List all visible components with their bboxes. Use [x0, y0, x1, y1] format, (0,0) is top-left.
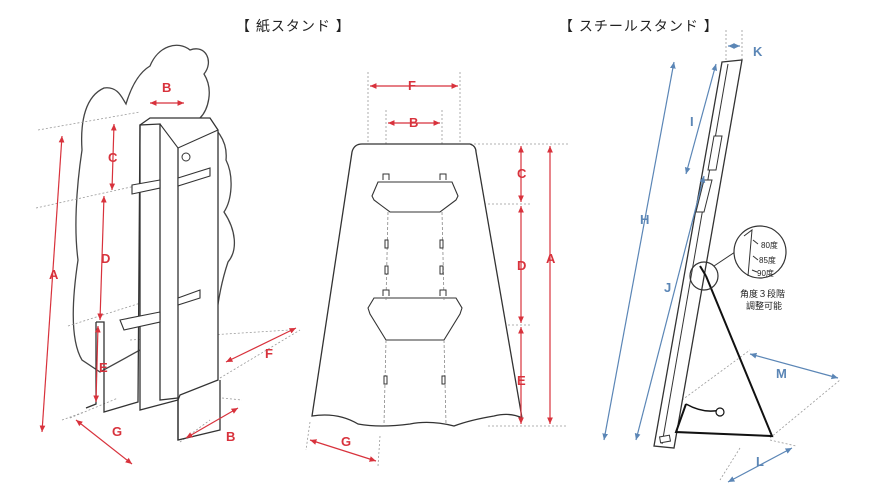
paper-side-label-b: B — [162, 80, 171, 95]
paper-side-label-a: A — [49, 267, 59, 282]
steel-stand-title: 【 スチールスタンド 】 — [559, 18, 719, 34]
paper-side-label-c: C — [108, 150, 118, 165]
steel-label-l: L — [756, 454, 764, 469]
angle-zoom-circle — [733, 225, 787, 279]
angle-note-line1: 角度３段階 — [740, 288, 785, 299]
paper-front-label-a: A — [546, 251, 556, 266]
paper-side-label-g: G — [112, 424, 122, 439]
steel-label-k: K — [753, 44, 763, 59]
steel-label-m: M — [776, 366, 787, 381]
angle-note-line2: 調整可能 — [746, 300, 782, 311]
paper-front-upper-insert — [371, 181, 459, 213]
paper-lower-shelf — [119, 289, 201, 331]
angle-85: 85度 — [759, 255, 776, 265]
paper-stand-front-view: F B C D A E G — [305, 72, 568, 467]
steel-label-i: I — [690, 114, 694, 129]
angle-90: 90度 — [757, 268, 774, 278]
paper-stand-title: 【 紙スタンド 】 — [236, 18, 351, 34]
paper-side-label-f: F — [265, 346, 273, 361]
paper-back-panel — [139, 117, 219, 411]
paper-side-label-e: E — [99, 360, 108, 375]
steel-label-h: H — [640, 212, 649, 227]
paper-front-label-g: G — [341, 434, 351, 449]
paper-front-label-e: E — [517, 373, 526, 388]
paper-front-label-b: B — [409, 115, 418, 130]
paper-side-label-d: D — [101, 251, 110, 266]
steel-label-j: J — [664, 280, 671, 295]
paper-upper-shelf — [131, 167, 211, 195]
paper-stand-side-view: B C D E A G B F — [35, 44, 301, 465]
steel-stand-view: 80度 85度 90度 角度３段階 調整可能 K I H J M — [602, 30, 841, 483]
paper-front-label-f: F — [408, 78, 416, 93]
paper-front-label-d: D — [517, 258, 526, 273]
angle-80: 80度 — [761, 240, 778, 250]
paper-side-label-b2: B — [226, 429, 235, 444]
steel-panel — [653, 59, 743, 449]
paper-front-label-c: C — [517, 166, 527, 181]
paper-front-lower-insert — [367, 297, 463, 341]
